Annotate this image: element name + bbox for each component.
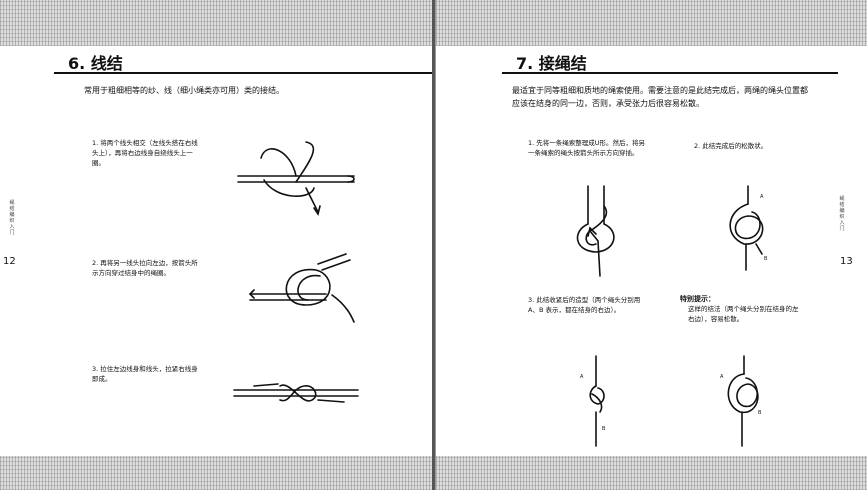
footer-texture bbox=[0, 456, 432, 490]
hint-text: 这样的结法（两个绳头分别在结身的左右边），容易松散。 bbox=[688, 305, 799, 323]
page-number: 13 bbox=[840, 256, 853, 267]
special-hint: 特别提示： 这样的结法（两个绳头分别在结身的左右边），容易松散。 bbox=[680, 294, 800, 324]
knot-step-1-illustration bbox=[237, 141, 355, 216]
left-page: 6. 线结 常用于粗细相等的纱、线（细小绳类亦可用）类的接结。 绳结编织入门 1… bbox=[0, 0, 433, 490]
knot-step-1-illustration bbox=[576, 185, 615, 277]
book-gutter bbox=[432, 0, 435, 490]
intro-text: 最适宜于同等粗细和质地的绳索使用。需要注意的是此结完成后，两绳的绳头位置都应该在… bbox=[512, 86, 808, 108]
label-b: B bbox=[758, 410, 762, 416]
knot-step-2-illustration: A B bbox=[729, 185, 768, 271]
step-3-text: 3. 拉住左边线身和线头，拉紧右线身即成。 bbox=[92, 365, 198, 383]
section-title-bar: 6. 线结 bbox=[54, 46, 432, 74]
step-1-text: 1. 将两个线头相交（左线头搭在右线头上），再将右边线身自绕线头上一圈。 bbox=[92, 139, 198, 167]
step-2-text: 2. 再将另一线头拉向左边，按箭头所示方向穿过结身中的绳圈。 bbox=[92, 259, 198, 277]
knot-step-3-illustration bbox=[233, 383, 359, 403]
header-texture bbox=[436, 0, 867, 46]
margin-note: 绳结编织入门 bbox=[9, 200, 15, 236]
label-b: B bbox=[764, 256, 768, 262]
step-3-text: 3. 此结收紧后的造型（两个绳头分别用 A、B 表示，都在结身的右边）。 bbox=[528, 296, 641, 314]
right-page: 7. 接绳结 最适宜于同等粗细和质地的绳索使用。需要注意的是此结完成后，两绳的绳… bbox=[435, 0, 867, 490]
label-a: A bbox=[580, 374, 584, 380]
label-b: B bbox=[602, 426, 606, 432]
section-title: 7. 接绳结 bbox=[516, 54, 587, 73]
label-a: A bbox=[720, 374, 724, 380]
footer-texture bbox=[436, 456, 867, 490]
margin-note: 绳结编织入门 bbox=[839, 196, 845, 232]
knot-step-2-illustration bbox=[248, 253, 355, 323]
knot-step-3-illustration: A B bbox=[580, 355, 606, 447]
page-number: 12 bbox=[3, 256, 16, 267]
intro-text: 常用于粗细相等的纱、线（细小绳类亦可用）类的接结。 bbox=[84, 86, 284, 95]
knot-special-illustration: A B bbox=[720, 355, 762, 447]
header-texture bbox=[0, 0, 432, 46]
hint-title: 特别提示： bbox=[680, 295, 715, 303]
section-title-bar: 7. 接绳结 bbox=[502, 46, 838, 74]
step-1-text: 1. 先将一条绳索整理成U形。然后，将另一条绳索的绳头按箭头所示方向穿插。 bbox=[528, 139, 646, 157]
section-title: 6. 线结 bbox=[68, 54, 123, 73]
step-2-text: 2. 此结完成后的松散状。 bbox=[694, 142, 768, 150]
label-a: A bbox=[760, 194, 764, 200]
